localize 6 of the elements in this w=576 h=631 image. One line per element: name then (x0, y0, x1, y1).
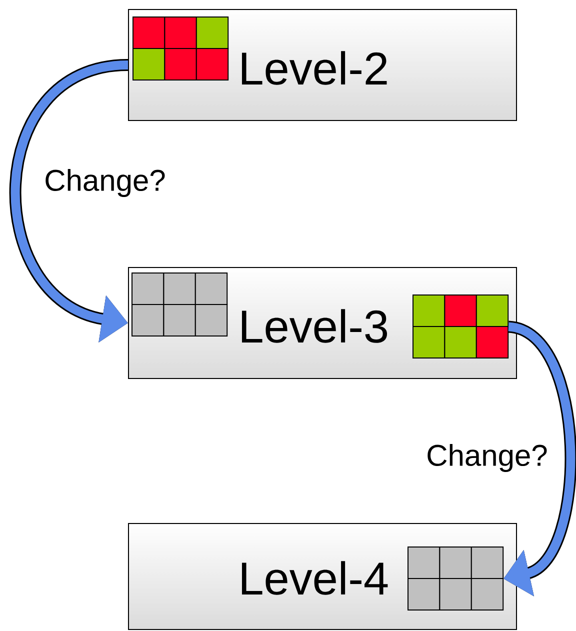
cell-grid (132, 16, 229, 80)
edge-label: Change? (425, 443, 549, 473)
cell-grid (412, 294, 509, 358)
cell-grid (132, 272, 228, 336)
edge-label: Change? (43, 168, 167, 198)
cell-grid (408, 546, 504, 610)
